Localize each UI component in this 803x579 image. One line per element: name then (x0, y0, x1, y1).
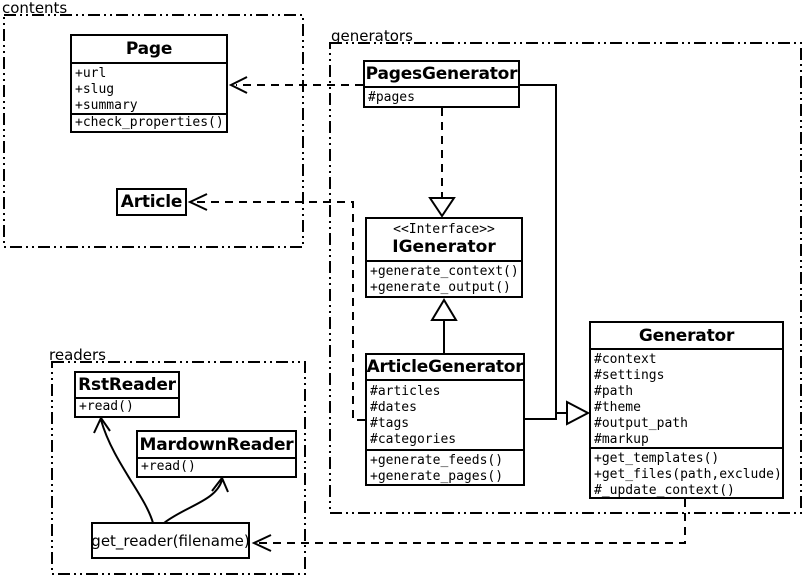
attribute: +summary (75, 98, 138, 113)
methods-compartment: +read() (76, 397, 178, 416)
attribute: #tags (370, 416, 410, 431)
function-label: get_reader(filename) (91, 531, 250, 550)
dependency-generator-to-getreader (256, 499, 686, 544)
class-article: Article (116, 188, 187, 216)
method: +get_files(path,exclude) (594, 467, 782, 482)
open-arrowhead-icon (251, 534, 272, 552)
open-arrowhead-icon (228, 76, 248, 94)
class-generator: Generator #context #settings #path #them… (589, 321, 784, 499)
attribute: #theme (594, 400, 641, 415)
attribute: +url (75, 66, 107, 81)
attributes-compartment: #context #settings #path #theme #output_… (591, 348, 782, 447)
interface-name: IGenerator (392, 236, 496, 257)
package-label-generators: generators (331, 27, 413, 45)
package-label-contents: contents (2, 0, 68, 17)
attribute: #context (594, 352, 657, 367)
hollow-triangle-icon (430, 298, 458, 321)
methods-compartment: +check_properties() (72, 113, 226, 131)
method: #_update_context() (594, 483, 735, 497)
method: +check_properties() (75, 115, 224, 130)
class-page: Page +url +slug +summary +check_properti… (70, 34, 228, 133)
attribute: #path (594, 384, 634, 399)
method: +generate_feeds() (370, 453, 504, 468)
methods-compartment: +read() (138, 457, 295, 476)
attributes-compartment: #pages (365, 86, 518, 106)
method: +generate_pages() (370, 469, 504, 484)
attribute: #articles (370, 384, 441, 399)
methods-compartment: +generate_context() +generate_output() (367, 260, 521, 296)
package-readers-border (51, 361, 306, 575)
attribute: #output_path (594, 416, 688, 431)
class-articlegenerator: ArticleGenerator #articles #dates #tags … (365, 353, 525, 486)
inheritance-articlegenerator-to-generator (525, 413, 557, 420)
method: +get_templates() (594, 451, 720, 466)
function-get-reader: get_reader(filename) (91, 522, 250, 559)
class-title: RstReader (78, 375, 176, 395)
attributes-compartment: +url +slug +summary (72, 62, 226, 113)
class-rstreader: RstReader +read() (74, 371, 180, 418)
attributes-compartment: #articles #dates #tags #categories (367, 379, 523, 449)
open-arrowhead-icon (187, 193, 208, 211)
class-title: PagesGenerator (365, 64, 518, 84)
attribute: #settings (594, 368, 665, 383)
attribute: #categories (370, 432, 457, 447)
attribute: #pages (368, 90, 415, 105)
dependency-articlegenerator-to-article (192, 201, 365, 421)
methods-compartment: +get_templates() +get_files(path,exclude… (591, 447, 782, 497)
class-pagesgenerator: PagesGenerator #pages (363, 60, 520, 108)
open-arrowhead-icon (93, 415, 111, 434)
class-title: <<Interface>> IGenerator (367, 219, 521, 260)
method: +generate_output() (370, 280, 511, 295)
association-getreader-to-rstreader (100, 419, 154, 524)
package-contents-border (3, 14, 304, 248)
association-getreader-to-mardownreader (163, 479, 223, 524)
method: +generate_context() (370, 264, 519, 279)
class-title: Generator (638, 325, 735, 346)
class-title: Article (120, 192, 183, 212)
hollow-triangle-icon (428, 197, 456, 218)
package-label-readers: readers (49, 346, 106, 364)
stereotype-label: <<Interface>> (393, 221, 495, 237)
class-title: ArticleGenerator (366, 357, 524, 377)
attribute: +slug (75, 82, 115, 97)
attribute: #dates (370, 400, 417, 415)
methods-compartment: +generate_feeds() +generate_pages() (367, 449, 523, 484)
method: +read() (141, 459, 196, 474)
inheritance-pagesgenerator-to-generator (520, 84, 567, 414)
method: +read() (79, 399, 134, 414)
class-title: Page (125, 39, 173, 59)
interface-igenerator: <<Interface>> IGenerator +generate_conte… (365, 217, 523, 298)
class-title: MardownReader (139, 434, 294, 455)
class-mardownreader: MardownReader +read() (136, 430, 297, 478)
open-arrowhead-icon (211, 476, 229, 493)
package-generators-border (329, 42, 802, 514)
attribute: #markup (594, 432, 649, 447)
hollow-triangle-icon (566, 400, 591, 426)
